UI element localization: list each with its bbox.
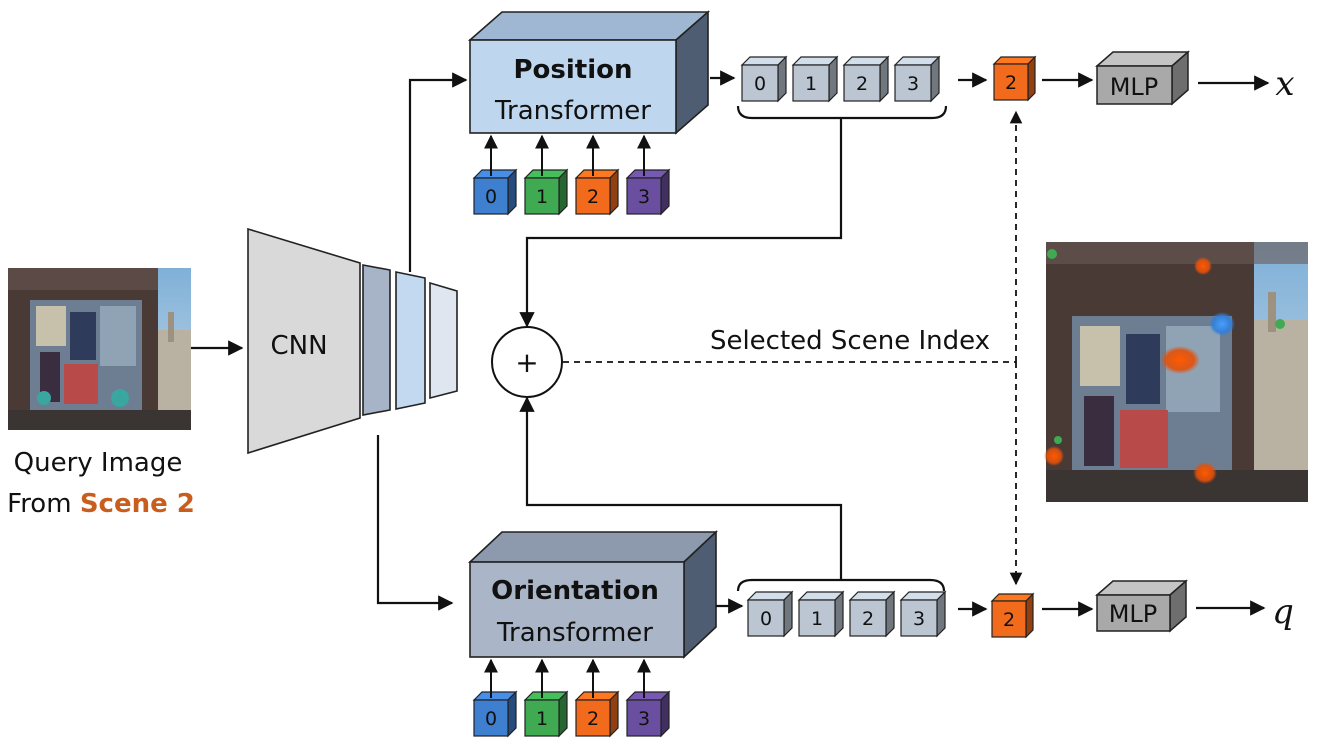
orientation-scene-token-1-label: 1 xyxy=(536,708,548,730)
position-mlp-label: MLP xyxy=(1110,73,1159,101)
position-scene-token-2-label: 2 xyxy=(587,186,599,208)
sum-node xyxy=(491,326,563,398)
orientation-scene-token-0-label: 0 xyxy=(485,708,497,730)
position-selected-token-label: 2 xyxy=(1005,72,1017,94)
position-scene-token-0: 0 xyxy=(472,168,518,216)
orientation-output-q: q xyxy=(1272,592,1294,632)
query-image xyxy=(8,268,191,430)
position-transformer-title: Position xyxy=(513,55,632,85)
orientation-output-token-1-label: 1 xyxy=(811,608,823,630)
orientation-scene-token-3-label: 3 xyxy=(638,708,650,730)
orientation-output-token-2-label: 2 xyxy=(862,608,874,630)
position-output-token-1: 1 xyxy=(791,55,839,103)
attention-map-image xyxy=(1044,242,1308,502)
query-scene-label: From Scene 2 xyxy=(7,489,195,519)
cnn-feature-layer-2 xyxy=(395,271,426,410)
position-output-token-2-label: 2 xyxy=(856,73,868,95)
orientation-mlp-label: MLP xyxy=(1109,600,1158,628)
cnn-trapezoid xyxy=(247,227,361,455)
position-selected-token: 2 xyxy=(992,55,1037,102)
query-image-label: Query Image xyxy=(14,448,183,478)
orientation-scene-token-2-label: 2 xyxy=(587,708,599,730)
position-transformer-box xyxy=(467,10,711,135)
orientation-output-token-2: 2 xyxy=(848,590,896,638)
orientation-transformer-box xyxy=(467,530,719,659)
orientation-scene-token-3: 3 xyxy=(625,690,671,738)
position-output-token-2: 2 xyxy=(842,55,890,103)
position-transformer-subtitle: Transformer xyxy=(494,96,651,126)
token-layer: 0 1 2 3 0 1 2 3 0 1 2 3 0 1 2 3 2 2 xyxy=(472,55,1037,738)
position-scene-token-3: 3 xyxy=(625,168,671,216)
cnn-to-position-arrow xyxy=(408,72,468,272)
selected-scene-label: Selected Scene Index xyxy=(710,326,990,356)
cnn-feature-layer-1 xyxy=(362,264,391,416)
orientation-transformer-subtitle: Transformer xyxy=(496,618,653,648)
position-output-token-1-label: 1 xyxy=(805,73,817,95)
position-output-token-0-label: 0 xyxy=(754,73,766,95)
position-output-x: x xyxy=(1275,64,1294,104)
orientation-output-token-0: 0 xyxy=(746,590,794,638)
orientation-scene-token-0: 0 xyxy=(472,690,518,738)
position-scene-token-1: 1 xyxy=(523,168,569,216)
orientation-output-brace xyxy=(736,578,946,592)
orientation-output-token-3: 3 xyxy=(899,590,947,638)
orientation-scene-token-1: 1 xyxy=(523,690,569,738)
cnn-to-orientation-arrow xyxy=(376,435,454,611)
position-tokens-to-sum-arrow xyxy=(519,118,843,328)
orientation-output-token-3-label: 3 xyxy=(913,608,925,630)
cnn-feature-layer-3 xyxy=(429,281,458,400)
orientation-output-token-1: 1 xyxy=(797,590,845,638)
position-mlp-box xyxy=(1095,50,1190,106)
cnn-label: CNN xyxy=(270,331,327,361)
position-output-token-3-label: 3 xyxy=(907,73,919,95)
position-output-token-0: 0 xyxy=(740,55,788,103)
position-scene-token-2: 2 xyxy=(574,168,620,216)
orientation-output-token-0-label: 0 xyxy=(760,608,772,630)
position-scene-token-3-label: 3 xyxy=(638,186,650,208)
sum-symbol: + xyxy=(515,346,538,379)
position-output-token-3: 3 xyxy=(893,55,941,103)
position-scene-token-0-label: 0 xyxy=(485,186,497,208)
position-scene-token-1-label: 1 xyxy=(536,186,548,208)
orientation-transformer-title: Orientation xyxy=(491,576,659,606)
orientation-selected-token-label: 2 xyxy=(1003,609,1015,631)
orientation-tokens-to-sum-arrow xyxy=(519,396,843,580)
position-output-brace xyxy=(736,105,948,120)
orientation-mlp-box xyxy=(1095,579,1188,633)
orientation-scene-token-2: 2 xyxy=(574,690,620,738)
orientation-selected-token: 2 xyxy=(990,592,1035,639)
